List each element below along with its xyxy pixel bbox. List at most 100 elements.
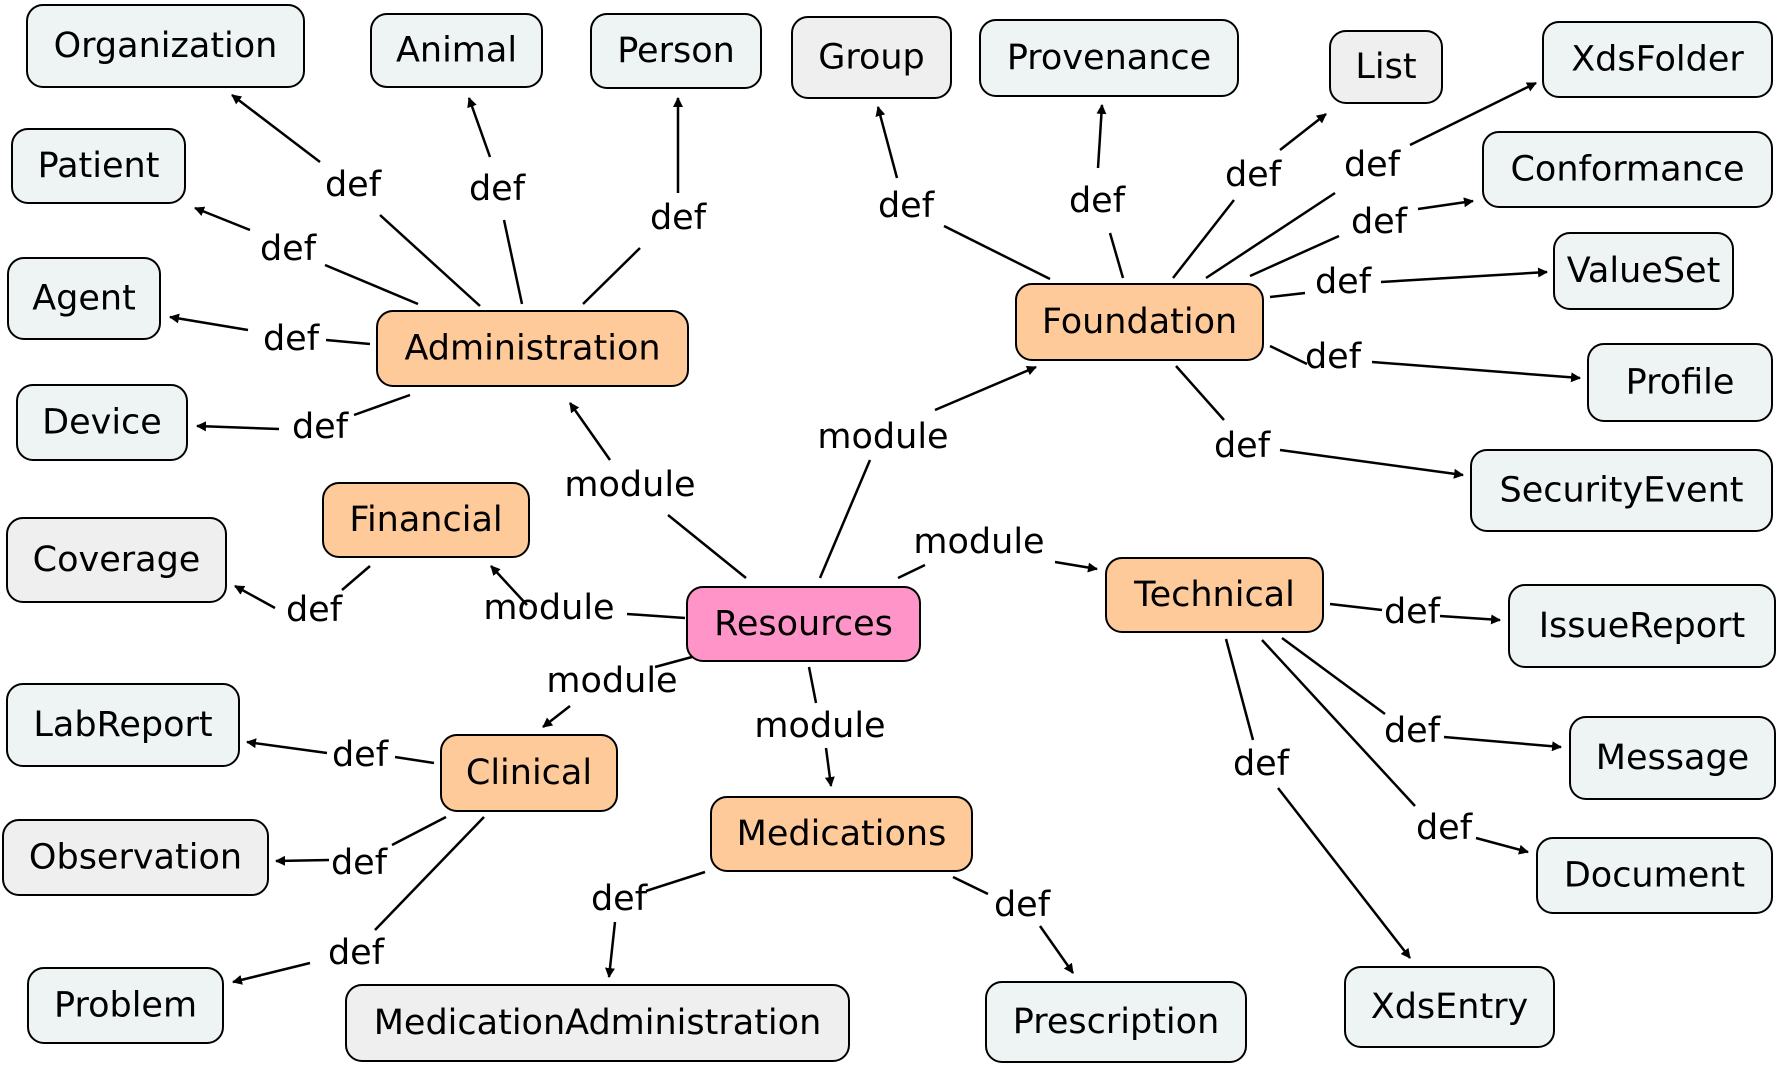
edge-label: def [263,319,320,359]
edge-arrow-segment [568,402,612,461]
edge-label: def [1069,181,1126,221]
node-label: Problem [54,986,197,1026]
edge-arrow-segment [490,565,528,606]
node-patient: Patient [11,128,186,204]
edge-label: module [913,522,1044,562]
node-label: MedicationAdministration [374,1003,822,1043]
node-label: Administration [404,329,660,369]
edge-clinical-to-problem: def [232,816,485,985]
edge-line-segment [391,815,447,847]
node-administration: Administration [376,310,689,387]
edge-line-segment [654,655,693,669]
nodes-layer: ResourcesAdministrationFoundationFinanci… [2,4,1776,1063]
edge-line-segment [1175,365,1225,421]
node-prescription: Prescription [985,981,1247,1063]
edge-label: def [1214,426,1271,466]
edge-line-segment [374,816,485,931]
edge-label: def [332,735,389,775]
node-box [590,13,762,89]
node-profile: Profile [1587,343,1773,422]
edge-arrow-segment [824,747,835,787]
edge-line-segment [818,459,872,579]
edge-line-segment [1281,636,1386,716]
node-label: XdsFolder [1571,40,1744,80]
edge-resources-to-technical: module [897,522,1098,580]
node-list: List [1329,30,1443,104]
node-box [376,310,689,387]
edge-foundation-to-valueset: def [1269,262,1548,302]
node-box [1105,557,1324,633]
edge-foundation-to-list: def [1172,113,1327,279]
edge-arrow-segment [1054,560,1098,573]
node-financial: Financial [322,482,530,558]
edge-line-segment [1329,602,1383,612]
node-label: ValueSet [1567,251,1721,291]
node-label: LabReport [33,705,212,745]
node-label: Foundation [1042,302,1237,342]
edge-line-segment [626,612,686,620]
edge-label: def [1225,155,1282,195]
edge-arrow-segment [232,961,311,985]
edge-label: def [286,590,343,630]
node-label: Person [617,31,735,71]
edge-arrow-segment [605,921,617,978]
edge-resources-to-clinical: module [542,655,693,728]
node-label: Conformance [1510,150,1744,190]
edge-label: module [817,417,948,457]
edge-foundation-to-conformance: def [1249,197,1474,278]
node-box [1542,21,1773,98]
node-problem: Problem [27,967,224,1044]
node-coverage: Coverage [6,517,227,603]
node-label: SecurityEvent [1500,471,1744,511]
node-box [322,482,530,558]
edge-line-segment [897,563,926,580]
edge-arrow-segment [194,206,251,232]
node-animal: Animal [370,13,543,88]
node-box [27,967,224,1044]
edge-label: def [591,879,648,919]
edge-line-segment [1249,234,1340,278]
node-label: Clinical [466,753,592,793]
edge-label: def [1233,744,1290,784]
edge-label: def [331,843,388,883]
edge-arrow-segment [1277,787,1411,959]
edge-label: module [564,465,695,505]
edge-administration-to-device: def [196,393,411,447]
edge-label: def [328,933,385,973]
node-person: Person [590,13,762,89]
edge-arrow-segment [934,365,1037,412]
node-group: Group [791,16,952,99]
node-label: List [1355,47,1416,87]
edge-clinical-to-labreport: def [246,735,435,775]
edge-line-segment [341,565,371,591]
edge-clinical-to-observation: def [275,815,447,883]
node-box [6,683,240,767]
node-message: Message [1569,716,1776,800]
node-box [1553,232,1734,310]
edge-arrow-segment [1443,735,1562,752]
edge-arrow-segment [467,97,492,158]
edge-arrow-segment [1409,81,1537,147]
node-technical: Technical [1105,557,1324,633]
edge-line-segment [1172,199,1235,279]
node-label: XdsEntry [1371,987,1529,1027]
edge-foundation-to-group: def [875,106,1051,281]
edge-resources-to-financial: module [483,565,686,628]
node-labreport: LabReport [6,683,240,767]
edge-line-segment [379,214,481,307]
node-label: Agent [32,279,136,319]
edge-label: def [1315,262,1372,302]
node-box [6,517,227,603]
edge-line-segment [1224,638,1255,741]
edge-line-segment [582,247,641,305]
node-xdsfolder: XdsFolder [1542,21,1773,98]
edge-technical-to-xdsentry: def [1224,638,1411,959]
node-label: Profile [1626,363,1735,403]
edge-foundation-to-securityevent: def [1175,365,1464,479]
edge-resources-to-foundation: module [817,365,1037,579]
node-medicationadministration: MedicationAdministration [345,984,850,1062]
node-label: Coverage [33,540,201,580]
node-clinical: Clinical [440,734,618,812]
